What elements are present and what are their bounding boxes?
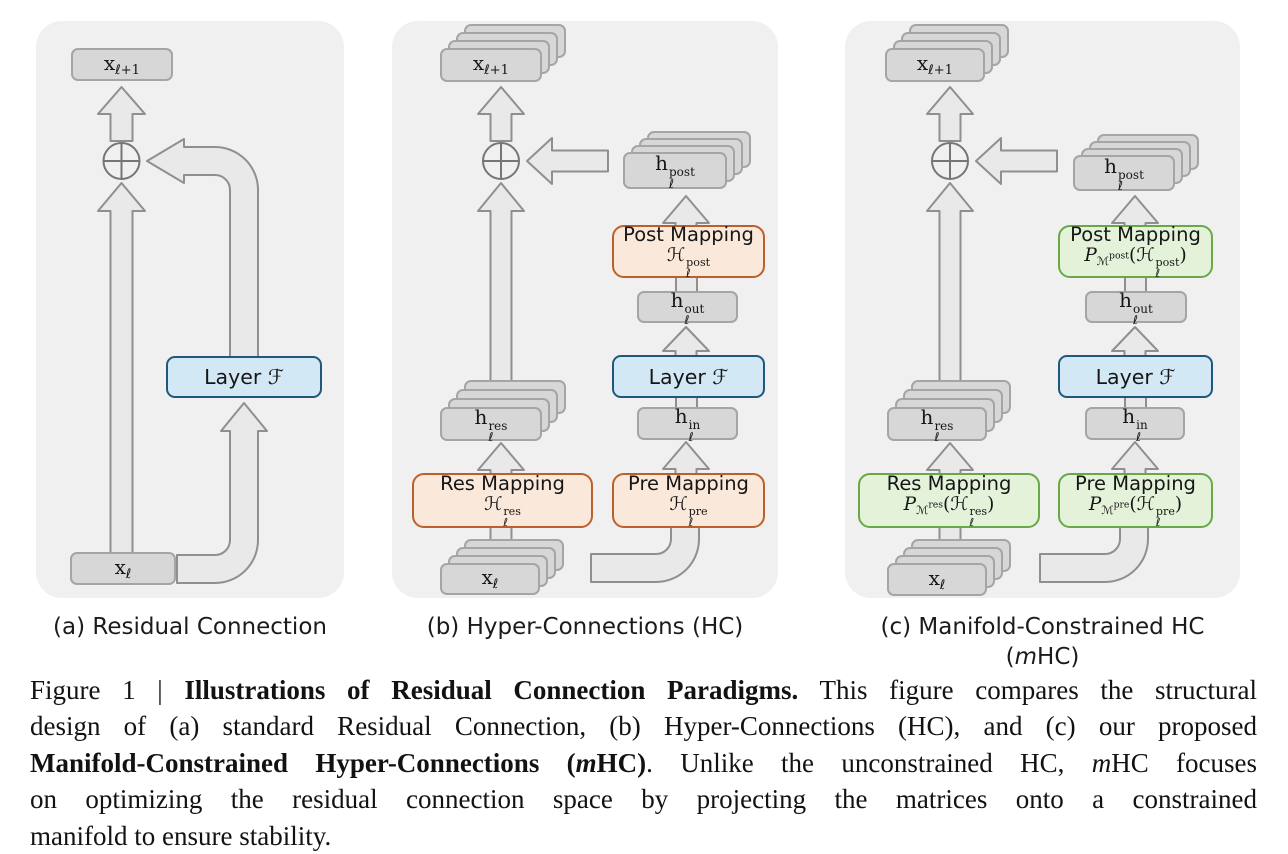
b-x-next-label: xℓ+1 xyxy=(472,51,510,79)
figure-caption-line: Manifold-Constrained Hyper-Connections (… xyxy=(30,747,1258,778)
c-pipe-to-pre-mapping xyxy=(1039,525,1149,583)
b-x-box: xℓ xyxy=(440,563,540,595)
b-post-mapping-title: Post Mapping xyxy=(623,222,754,246)
c-post-mapping-title: Post Mapping xyxy=(1070,222,1201,246)
c-x-next-label: xℓ+1 xyxy=(916,51,954,79)
panel-residual-connection xyxy=(36,21,344,598)
c-layer-box: Layer ℱ xyxy=(1058,355,1213,398)
c-output-up-arrow xyxy=(926,86,974,142)
b-layer-label: Layer ℱ xyxy=(648,364,729,389)
figure-caption-line: design of (a) standard Residual Connecti… xyxy=(30,711,1257,742)
caption-panel-c: (c) Manifold-Constrained HC (mHC) xyxy=(880,614,1205,670)
a-sum-node-icon xyxy=(102,142,141,180)
c-x-label: xℓ xyxy=(928,565,946,594)
a-output-up-arrow xyxy=(97,86,146,142)
a-layer-label: Layer ℱ xyxy=(204,365,284,389)
a-skip-pipe-to-sum xyxy=(146,138,259,358)
a-residual-up-arrow xyxy=(97,182,146,554)
c-res-mapping-title: Res Mapping xyxy=(886,471,1012,495)
caption-panel-a: (a) Residual Connection xyxy=(53,614,327,640)
b-pre-mapping-title: Pre Mapping xyxy=(628,471,749,495)
b-pipe-to-pre-mapping xyxy=(590,525,700,583)
c-x-box: xℓ xyxy=(887,563,987,596)
b-layer-box: Layer ℱ xyxy=(612,355,765,398)
c-sum-node-icon xyxy=(931,142,969,180)
caption-panel-b: (b) Hyper-Connections (HC) xyxy=(426,614,744,640)
b-post-to-sum-arrow xyxy=(526,137,609,185)
a-x-next-box: xℓ+1 xyxy=(71,48,173,81)
b-x-next-box: xℓ+1 xyxy=(440,48,542,82)
c-pre-mapping-title: Pre Mapping xyxy=(1075,471,1196,495)
a-x-box: xℓ xyxy=(70,552,176,585)
c-x-next-box: xℓ+1 xyxy=(885,48,985,82)
a-layer-box: Layer ℱ xyxy=(166,356,322,398)
c-residual-up-arrow xyxy=(926,182,974,386)
figure-caption: Figure 1 | Illustrations of Residual Con… xyxy=(30,672,1257,854)
b-x-label: xℓ xyxy=(481,565,499,593)
b-res-mapping-title: Res Mapping xyxy=(440,471,565,495)
b-sum-node-icon xyxy=(482,142,520,180)
a-pipe-to-layer xyxy=(176,402,268,584)
b-output-up-arrow xyxy=(477,86,525,142)
a-x-label: xℓ xyxy=(114,554,132,583)
c-layer-label: Layer ℱ xyxy=(1095,364,1176,389)
figure-caption-line: manifold to ensure stability. xyxy=(30,820,332,851)
arrows-layer xyxy=(97,86,1159,584)
c-post-to-sum-arrow xyxy=(975,137,1058,185)
b-residual-up-arrow xyxy=(477,182,525,386)
figure-caption-line: Figure 1 | Illustrations of Residual Con… xyxy=(30,675,1257,705)
a-x-next-label: xℓ+1 xyxy=(103,50,141,79)
figure-caption-line: on optimizing the residual connection sp… xyxy=(30,784,1257,815)
